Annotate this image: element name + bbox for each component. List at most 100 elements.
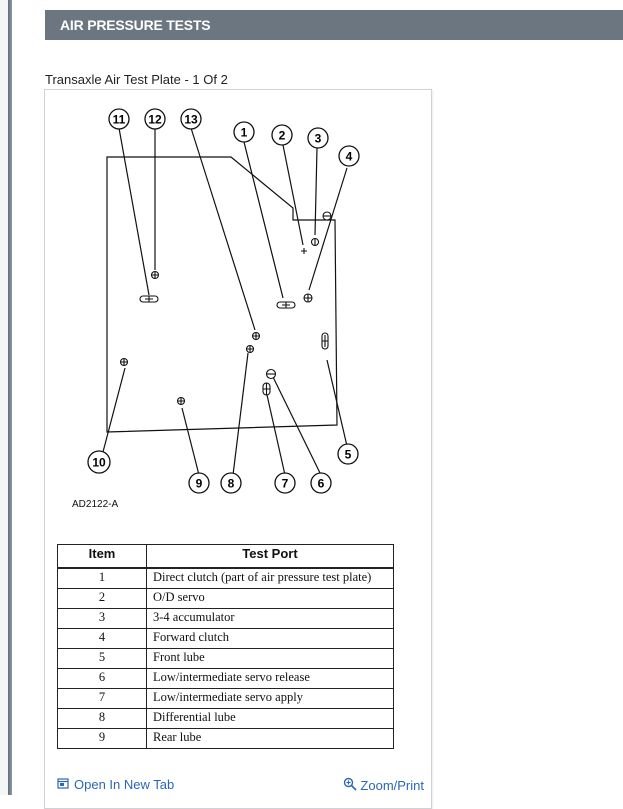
leader-9: [181, 407, 200, 476]
port-12: [150, 270, 160, 280]
leader-1: [243, 141, 284, 299]
callout-8: 8: [220, 472, 242, 494]
leader-5: [326, 359, 348, 447]
figure-frame: 11 12 13 1 2 3 4 10 9 8 7 6 5 AD2122-A I…: [44, 89, 432, 809]
leader-8: [232, 352, 249, 476]
callout-2: 2: [271, 124, 293, 146]
item-cell: 1: [57, 567, 147, 589]
port-5: [321, 332, 329, 350]
zoom-print-link[interactable]: Zoom/Print: [343, 777, 424, 794]
port-cell: Direct clutch (part of air pressure test…: [146, 567, 394, 589]
callouts: 11 12 13 1 2 3 4 10 9 8 7 6 5: [87, 108, 360, 494]
open-in-new-tab-label: Open In New Tab: [74, 777, 175, 792]
port-8: [245, 344, 255, 354]
port-6: [265, 368, 277, 380]
port-4: [303, 293, 313, 303]
callout-7: 7: [274, 472, 296, 494]
svg-text:7: 7: [282, 477, 289, 491]
callout-12: 12: [144, 108, 166, 130]
item-cell: 2: [57, 587, 147, 609]
leader-11: [118, 127, 150, 296]
svg-text:3: 3: [315, 132, 322, 146]
callout-10: 10: [87, 450, 111, 474]
port-7: [262, 382, 271, 396]
leader-2: [282, 144, 304, 246]
port-cell: Low/intermediate servo release: [146, 667, 394, 689]
callout-11: 11: [108, 108, 130, 130]
zoom-icon: [343, 777, 357, 794]
port-3: [310, 237, 320, 247]
item-cell: 6: [57, 667, 147, 689]
column-header-item: Item: [57, 544, 147, 569]
port-10: [119, 357, 129, 367]
figure-caption: Transaxle Air Test Plate - 1 Of 2: [45, 72, 228, 87]
test-ports: [119, 211, 332, 406]
port-1: [276, 301, 296, 309]
port-cell: 3-4 accumulator: [146, 607, 394, 629]
svg-text:5: 5: [345, 448, 352, 462]
callout-3: 3: [307, 127, 329, 149]
port-cell: Rear lube: [146, 727, 394, 749]
left-rail-scrollbar: [0, 0, 12, 795]
figure-code: AD2122-A: [72, 499, 119, 510]
section-header: AIR PRESSURE TESTS: [45, 10, 623, 40]
port-cell: Front lube: [146, 647, 394, 669]
port-cell: O/D servo: [146, 587, 394, 609]
port-9: [176, 396, 186, 406]
svg-text:4: 4: [346, 150, 353, 164]
svg-text:6: 6: [318, 477, 325, 491]
item-cell: 3: [57, 607, 147, 629]
leader-3: [314, 147, 318, 236]
callout-13: 13: [180, 108, 202, 130]
zoom-print-label: Zoom/Print: [360, 778, 424, 793]
leader-13: [190, 127, 256, 331]
callout-4: 4: [338, 145, 360, 167]
callout-6: 6: [310, 472, 332, 494]
open-in-new-tab-link[interactable]: Open In New Tab: [57, 777, 174, 792]
port-11: [139, 295, 159, 303]
port-cell: Forward clutch: [146, 627, 394, 649]
svg-text:2: 2: [279, 129, 286, 143]
section-title: AIR PRESSURE TESTS: [60, 17, 211, 33]
item-cell: 9: [57, 727, 147, 749]
plate-outline: [106, 156, 338, 433]
port-top-right: [322, 211, 332, 221]
table-header-row: Item Test Port: [57, 544, 394, 569]
column-header-test-port: Test Port: [146, 544, 394, 569]
svg-text:12: 12: [148, 113, 162, 127]
svg-text:13: 13: [184, 113, 198, 127]
callout-1: 1: [233, 121, 255, 143]
item-cell: 5: [57, 647, 147, 669]
callout-5: 5: [337, 443, 359, 465]
port-cell: Low/intermediate servo apply: [146, 687, 394, 709]
open-in-new-tab-icon: [57, 777, 69, 792]
svg-text:10: 10: [92, 456, 106, 470]
port-cell: Differential lube: [146, 707, 394, 729]
port-13: [251, 331, 261, 341]
item-cell: 8: [57, 707, 147, 729]
leader-10: [102, 367, 126, 453]
svg-text:1: 1: [241, 126, 248, 140]
leader-6: [272, 376, 322, 476]
air-test-plate-diagram: 11 12 13 1 2 3 4 10 9 8 7 6 5: [87, 108, 360, 494]
leader-7: [266, 394, 286, 476]
svg-text:9: 9: [196, 477, 203, 491]
port-2: [301, 248, 307, 254]
svg-text:8: 8: [228, 477, 235, 491]
item-cell: 4: [57, 627, 147, 649]
leader-4: [308, 167, 348, 291]
figure-footer: Open In New Tab Zoom/Print: [45, 775, 432, 795]
svg-text:11: 11: [113, 113, 126, 127]
callout-9: 9: [188, 472, 210, 494]
item-cell: 7: [57, 687, 147, 709]
